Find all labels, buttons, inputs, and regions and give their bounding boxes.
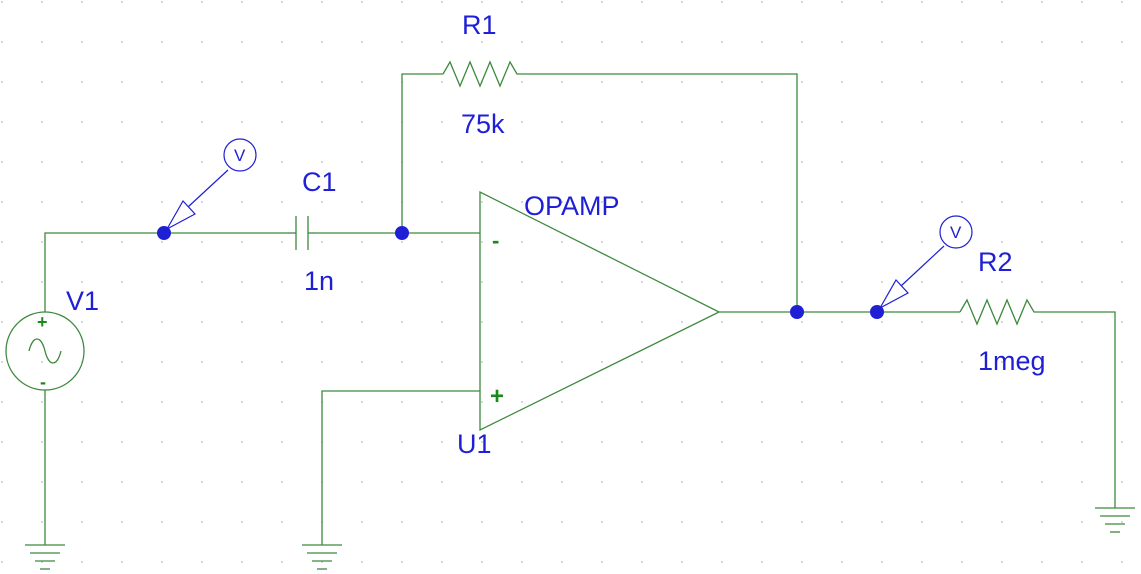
- resistor-r1[interactable]: R1 75k: [442, 10, 522, 139]
- probe-input-label: V: [234, 146, 246, 165]
- capacitor-c1[interactable]: C1 1n: [287, 167, 337, 296]
- sine-wave-icon: [28, 338, 62, 364]
- probe-marker-icon: [165, 199, 196, 231]
- junction-output-probe[interactable]: [870, 305, 884, 319]
- wire-v1-top[interactable]: [44, 232, 287, 312]
- ground-r2: [1095, 507, 1135, 533]
- resistor-r1-body: [442, 60, 522, 88]
- wire-feedback-right[interactable]: [522, 73, 798, 312]
- voltage-probe-input[interactable]: V: [165, 138, 257, 231]
- resistor-r1-value: 75k: [461, 109, 505, 139]
- opamp-u1-triangle: [479, 190, 721, 432]
- junction-feedback-output[interactable]: [790, 305, 804, 319]
- source-v1-body: [5, 311, 85, 391]
- source-v1[interactable]: + - V1: [5, 286, 99, 392]
- probe-marker-icon: [878, 278, 909, 310]
- source-v1-minus: -: [40, 372, 46, 392]
- opamp-u1[interactable]: - + OPAMP U1: [457, 190, 721, 459]
- opamp-u1-model: OPAMP: [524, 191, 620, 221]
- capacitor-c1-value: 1n: [304, 266, 334, 296]
- voltage-probe-output[interactable]: V: [878, 215, 973, 310]
- resistor-r2[interactable]: R2 1meg: [959, 247, 1046, 376]
- opamp-u1-noninv-pin: +: [490, 383, 504, 410]
- resistor-r2-body: [959, 298, 1036, 326]
- resistor-r2-value: 1meg: [978, 346, 1046, 376]
- ground-u1: [302, 544, 342, 570]
- source-v1-ref: V1: [66, 286, 99, 316]
- source-v1-plus: +: [37, 312, 48, 332]
- probe-circle: [223, 138, 257, 172]
- resistor-r1-ref: R1: [462, 10, 497, 40]
- capacitor-c1-ref: C1: [302, 167, 337, 197]
- opamp-u1-ref: U1: [457, 429, 492, 459]
- junctions: [157, 226, 884, 319]
- wire-r2-to-ground[interactable]: [1036, 311, 1116, 508]
- wire-noninv-ground[interactable]: [321, 390, 480, 545]
- resistor-r2-ref: R2: [978, 247, 1013, 277]
- junction-input[interactable]: [157, 226, 171, 240]
- wires: [44, 73, 1116, 545]
- wire-feedback-left[interactable]: [401, 73, 443, 233]
- opamp-u1-inv-pin: -: [492, 228, 499, 253]
- ground-v1: [25, 544, 65, 570]
- junction-inv-node[interactable]: [395, 226, 409, 240]
- probe-output-label: V: [950, 223, 962, 242]
- probe-circle: [939, 215, 973, 249]
